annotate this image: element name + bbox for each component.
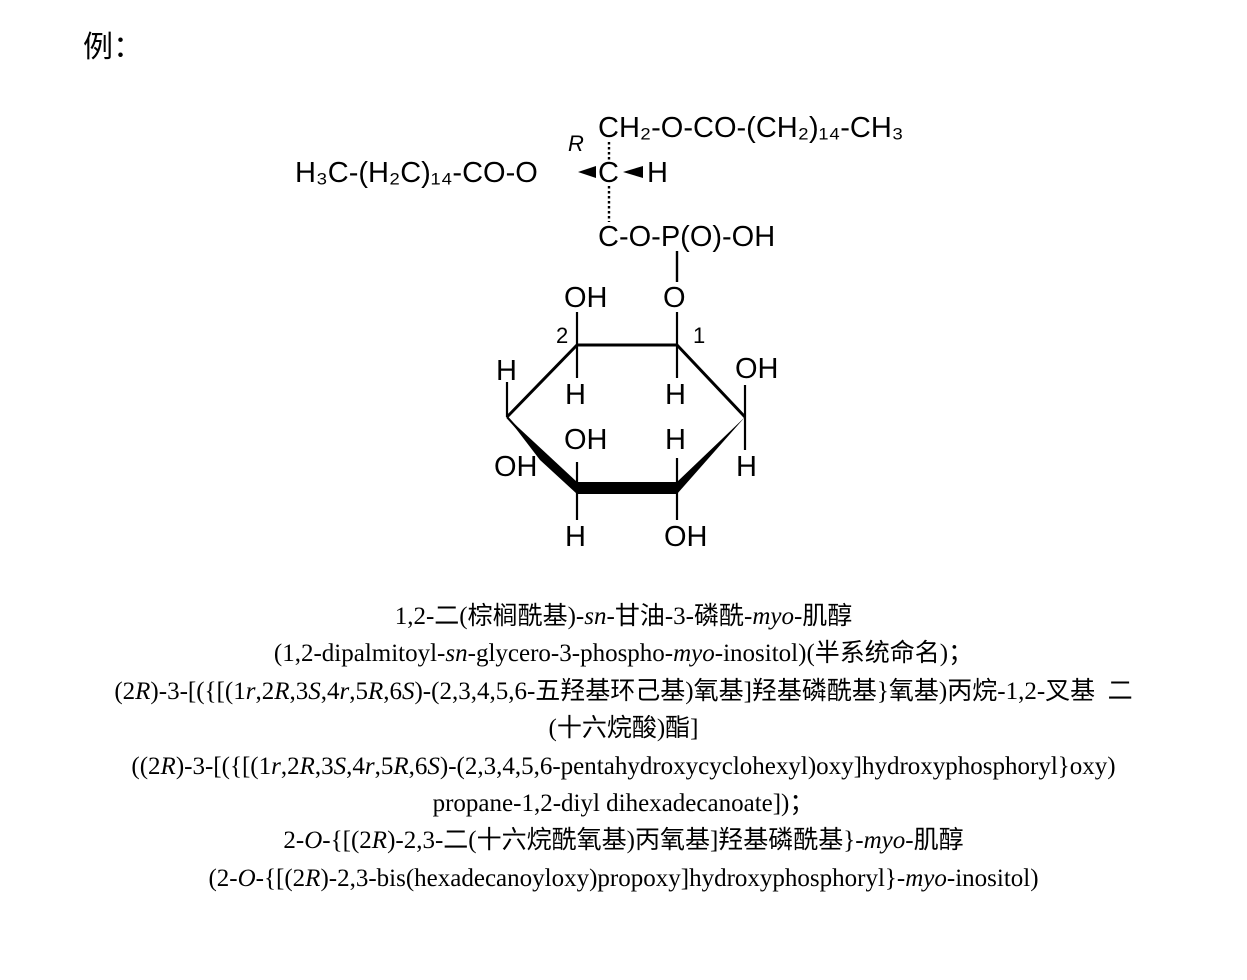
italic-locant: O — [237, 864, 256, 892]
name-segment: ,5 — [349, 677, 368, 705]
top-chain-label: CH₂-O-CO-(CH₂)₁₄-CH₃ — [598, 112, 904, 144]
name-segment: ,6 — [383, 677, 402, 705]
ring-front-wedge-right — [677, 417, 745, 494]
name-segment: 2- — [283, 827, 305, 855]
italic-locant: myo — [905, 864, 947, 892]
italic-locant: S — [427, 752, 440, 780]
name-segment: propane-1,2-diyl dihexadecanoate])； — [432, 790, 815, 818]
stereo-bonds — [607, 142, 679, 282]
name-segment: (1,2-dipalmitoyl- — [273, 640, 446, 668]
stereo-descriptor: R — [568, 131, 584, 156]
c2-hydroxyl: OH — [564, 282, 608, 314]
italic-locant: R — [299, 752, 315, 780]
name-line: ((2R)-3-[({[(1r,2R,3S,4r,5R,6S)-(2,3,4,5… — [0, 748, 1247, 785]
name-segment: (2 — [114, 677, 136, 705]
c4-hydroxyl: OH — [564, 424, 608, 456]
name-segment: ,6 — [408, 752, 428, 780]
italic-locant: sn — [445, 640, 468, 668]
c6-hydrogen: H — [736, 451, 757, 483]
italic-locant: r — [271, 752, 281, 780]
c3-hydroxyl: OH — [494, 451, 538, 483]
name-segment: )-2,3-bis(hexadecanoyloxy)propoxy]hydrox… — [320, 864, 906, 892]
italic-locant: S — [308, 677, 321, 705]
italic-locant: myo — [863, 827, 906, 855]
name-segment: ,3 — [314, 752, 334, 780]
italic-locant: S — [401, 677, 415, 705]
italic-locant: O — [304, 827, 323, 855]
name-segment: (2- — [208, 864, 238, 892]
name-line: propane-1,2-diyl dihexadecanoate])； — [0, 785, 1247, 822]
name-segment: ,4 — [320, 677, 340, 705]
ring-front-bold-bond — [577, 482, 677, 494]
name-segment: ,5 — [374, 752, 394, 780]
italic-locant: myo — [673, 640, 715, 668]
name-segment: -glycero-3-phospho- — [467, 640, 674, 668]
name-line: (1,2-dipalmitoyl-sn-glycero-3-phospho-my… — [0, 635, 1247, 672]
italic-locant: R — [393, 752, 409, 780]
compound-names: 1,2-二(棕榈酰基)-sn-甘油-3-磷酰-myo-肌醇(1,2-dipalm… — [0, 598, 1247, 897]
name-line: 1,2-二(棕榈酰基)-sn-甘油-3-磷酰-myo-肌醇 — [0, 598, 1247, 635]
c5-hydrogen-up: H — [665, 424, 686, 456]
ring-front-wedge-left — [507, 417, 577, 494]
name-line: (2-O-{[(2R)-2,3-bis(hexadecanoyloxy)prop… — [0, 860, 1247, 897]
bridging-oxygen: O — [663, 282, 686, 314]
name-line: 2-O-{[(2R)-2,3-二(十六烷酰氧基)丙氧基]羟基磷酰基}-myo-肌… — [0, 822, 1247, 859]
name-segment: )-3-[({[(1 — [175, 752, 272, 780]
italic-locant: sn — [584, 603, 607, 630]
name-segment: -肌醇 — [905, 827, 964, 855]
name-segment: ,4 — [346, 752, 365, 780]
italic-locant: R — [367, 677, 384, 705]
name-segment: ,2 — [280, 752, 300, 780]
italic-locant: myo — [752, 603, 794, 630]
c3-hydrogen-axial: H — [496, 355, 517, 387]
wedge-bond-left — [578, 166, 596, 178]
stereocenter-carbon: C — [598, 157, 619, 189]
italic-locant: r — [364, 752, 375, 780]
italic-locant: R — [274, 677, 290, 705]
name-segment: )-2,3-二(十六烷酰氧基)丙氧基]羟基磷酰基}- — [387, 827, 864, 855]
italic-locant: R — [135, 677, 151, 705]
name-segment: -{[(2 — [255, 864, 306, 892]
chemical-structure-diagram: CH₂-O-CO-(CH₂)₁₄-CH₃ H₃C-(H₂C)₁₄-CO-O R … — [295, 112, 904, 553]
name-segment: )-(2,3,4,5,6-五羟基环己基)氧基]羟基磷酰基}氧基)丙烷-1,2-叉… — [414, 677, 1133, 705]
name-segment: -inositol) — [946, 864, 1039, 892]
stereocenter-hydrogen: H — [647, 157, 668, 189]
name-segment: ,3 — [289, 677, 309, 705]
name-segment: -甘油-3-磷酰- — [606, 603, 753, 630]
name-segment: 1,2-二(棕榈酰基)- — [394, 603, 585, 630]
name-line: (2R)-3-[({[(1r,2R,3S,4r,5R,6S)-(2,3,4,5,… — [0, 673, 1247, 710]
phosphate-group-label: C-O-P(O)-OH — [598, 221, 775, 253]
c2-hydrogen: H — [565, 379, 586, 411]
italic-locant: R — [371, 827, 388, 855]
c6-hydroxyl: OH — [735, 353, 779, 385]
c4-hydrogen: H — [565, 521, 586, 553]
c1-hydrogen: H — [665, 379, 686, 411]
name-segment: -肌醇 — [793, 603, 853, 630]
example-label: 例： — [83, 30, 143, 65]
position-2-label: 2 — [556, 323, 568, 348]
left-chain-label: H₃C-(H₂C)₁₄-CO-O — [295, 157, 538, 189]
c5-hydroxyl: OH — [664, 521, 708, 553]
name-segment: -{[(2 — [322, 827, 372, 855]
name-line: (十六烷酸)酯] — [0, 710, 1247, 747]
italic-locant: r — [245, 677, 256, 705]
position-1-label: 1 — [693, 323, 705, 348]
name-segment: (十六烷酸)酯] — [548, 715, 699, 743]
name-segment: ((2 — [131, 752, 161, 780]
wedge-bond-right — [623, 166, 643, 178]
name-segment: ,2 — [255, 677, 275, 705]
italic-locant: S — [333, 752, 347, 780]
name-segment: -inositol)(半系统命名)； — [714, 640, 974, 668]
italic-locant: r — [339, 677, 350, 705]
italic-locant: R — [305, 864, 321, 892]
italic-locant: R — [160, 752, 176, 780]
name-segment: )-3-[({[(1 — [150, 677, 246, 705]
name-segment: )-(2,3,4,5,6-pentahydroxycyclohexyl)oxy]… — [439, 752, 1116, 780]
